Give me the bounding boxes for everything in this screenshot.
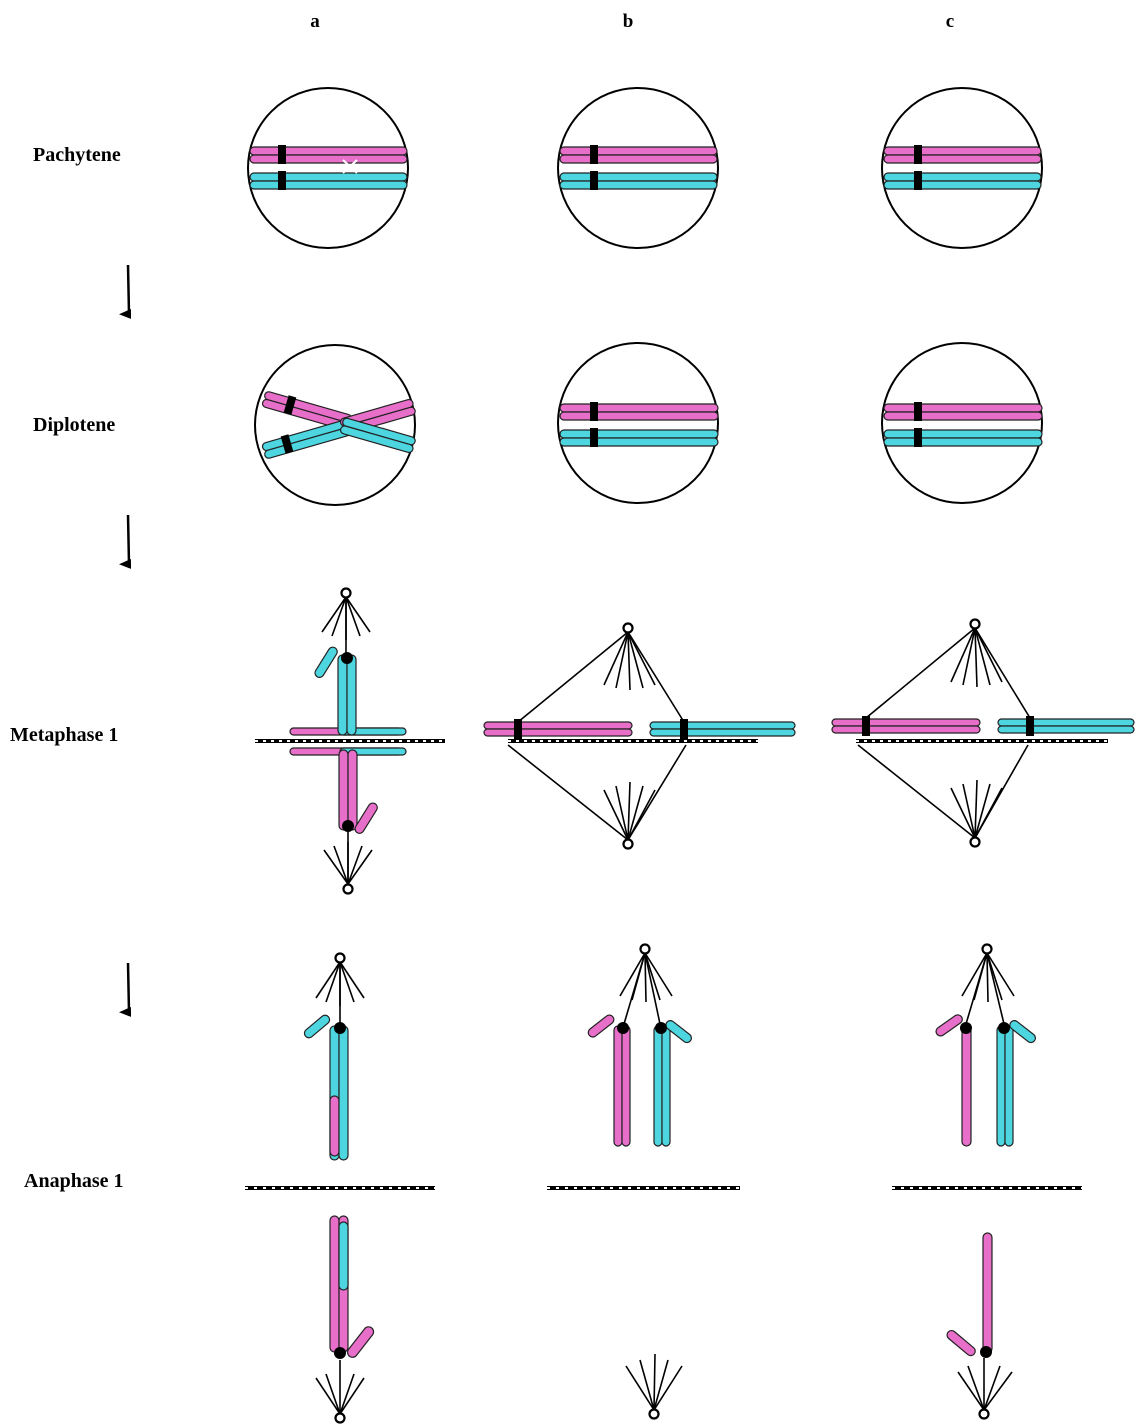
metaphase-plate <box>508 739 758 743</box>
centromere <box>341 652 353 664</box>
down-arrow-icon <box>119 962 132 1017</box>
spindle-pole-icon <box>961 943 1015 1003</box>
metaphase-cell-a <box>255 587 445 895</box>
column-label-b: b <box>623 11 634 32</box>
metaphase-plate <box>856 739 1108 743</box>
homolog-1 <box>883 146 1042 156</box>
homolog-2 <box>559 172 718 182</box>
spindle-pole-icon <box>625 1353 683 1420</box>
centromere <box>1026 716 1034 736</box>
cell-outline-icon <box>254 344 416 506</box>
centromere <box>590 171 598 190</box>
centromere <box>680 719 688 739</box>
cell-outline-icon <box>557 87 719 249</box>
diplotene-cell-b <box>557 342 719 504</box>
column-label-c: c <box>946 11 954 32</box>
pachytene-cell-b <box>557 87 719 249</box>
homolog-1 <box>883 403 1043 413</box>
pachytene-cell-a <box>247 87 409 249</box>
metaphase-plate <box>255 739 445 743</box>
anaphase-plate <box>547 1186 740 1190</box>
cell-outline-icon <box>557 342 719 504</box>
anaphase-cell-c <box>892 943 1082 1420</box>
centromere <box>590 145 598 164</box>
centromere <box>342 820 354 832</box>
diplotene-cell-c <box>881 342 1043 504</box>
anaphase-cell-a <box>245 952 435 1424</box>
homolog-2 <box>559 429 719 439</box>
centromere <box>914 428 922 447</box>
row-label-pachytene: Pachytene <box>33 144 121 166</box>
homolog-1 <box>559 411 719 421</box>
centromere <box>914 402 922 421</box>
homolog-2 <box>883 437 1043 447</box>
row-label-metaphase: Metaphase 1 <box>10 724 118 746</box>
centromere <box>655 1022 667 1034</box>
anaphase-plate <box>245 1186 435 1190</box>
centromere <box>914 171 922 190</box>
centromere <box>283 395 297 415</box>
cell-outline-icon <box>881 342 1043 504</box>
homolog-2 <box>883 180 1042 190</box>
spindle-pole-icon <box>323 842 373 895</box>
anaphase-plate <box>892 1186 1082 1190</box>
centromere <box>278 145 286 164</box>
down-arrow-icon <box>119 264 132 319</box>
spindle-pole-icon <box>603 622 656 691</box>
centromere <box>334 1022 346 1034</box>
centromere <box>334 1347 346 1359</box>
centromere <box>590 402 598 421</box>
centromere <box>278 171 286 190</box>
homolog-1 <box>249 154 408 164</box>
cell-outline-icon <box>881 87 1043 249</box>
down-arrow-icon <box>119 514 132 569</box>
centromere <box>980 1346 992 1358</box>
diplotene-cell-a <box>254 344 416 506</box>
homolog-1 <box>249 146 408 156</box>
centromere <box>514 719 522 739</box>
centromere <box>280 434 294 454</box>
metaphase-cell-b <box>483 622 796 850</box>
spindle-pole-icon <box>950 779 1003 848</box>
homolog-1 <box>883 411 1043 421</box>
centromere <box>914 145 922 164</box>
spindle-pole-icon <box>315 1360 365 1424</box>
homolog-2 <box>339 425 414 454</box>
row-label-anaphase: Anaphase 1 <box>24 1170 123 1192</box>
metaphase-cell-c <box>831 618 1135 848</box>
centromere <box>960 1022 972 1034</box>
chiasma-mark <box>342 159 358 174</box>
homolog-2 <box>559 180 718 190</box>
centromere <box>998 1022 1010 1034</box>
homolog-1 <box>559 146 718 156</box>
anaphase-cell-b <box>547 943 740 1420</box>
spindle-pole-icon <box>950 618 1003 688</box>
homolog-2 <box>249 180 408 190</box>
homolog-2 <box>883 429 1043 439</box>
column-label-a: a <box>310 11 320 32</box>
homolog-2 <box>883 172 1042 182</box>
homolog-1 <box>883 154 1042 164</box>
row-label-diplotene: Diplotene <box>33 414 115 436</box>
pachytene-cell-c <box>881 87 1043 249</box>
centromere <box>862 716 870 736</box>
homolog-1 <box>559 154 718 164</box>
centromere <box>617 1022 629 1034</box>
homolog-1 <box>559 403 719 413</box>
homolog-2 <box>559 437 719 447</box>
homolog-2 <box>249 172 408 182</box>
centromere <box>590 428 598 447</box>
spindle-pole-icon <box>619 943 673 1003</box>
spindle-pole-icon <box>957 1358 1013 1420</box>
cell-outline-icon <box>247 87 409 249</box>
